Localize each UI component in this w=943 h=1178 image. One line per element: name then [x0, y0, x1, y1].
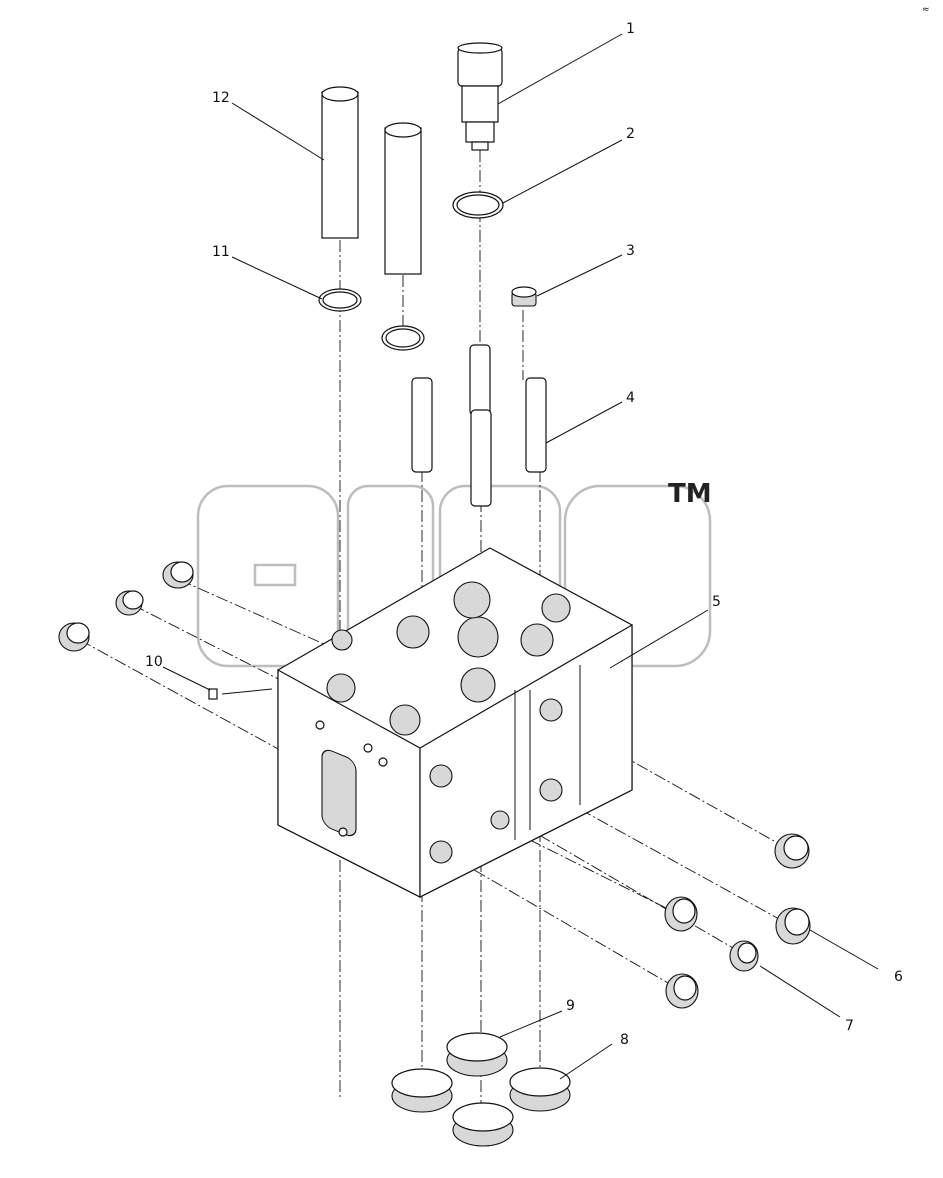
trademark-symbol: TM	[668, 479, 712, 509]
part-7-plugs	[664, 896, 759, 1009]
part-5-cylinder-head	[277, 547, 633, 898]
part-8-9-seat-rings	[391, 1032, 571, 1147]
part-1-injector-sleeve	[457, 42, 503, 151]
callout-2: 2	[626, 126, 635, 142]
callout-9: 9	[566, 998, 575, 1014]
callout-3: 3	[626, 243, 635, 259]
leader-lines	[162, 33, 879, 1080]
callout-5: 5	[712, 594, 721, 610]
part-11-ring-a-inner	[322, 291, 358, 309]
corner-mark: ≈	[922, 5, 930, 15]
callout-6: 6	[894, 969, 903, 985]
callout-8: 8	[620, 1032, 629, 1048]
left-plugs	[58, 561, 194, 652]
callout-7: 7	[845, 1018, 854, 1034]
part-3-nut	[511, 286, 537, 307]
callout-4: 4	[626, 390, 635, 406]
callout-11: 11	[212, 244, 230, 260]
part-10-pin	[208, 688, 218, 700]
callout-12: 12	[212, 90, 230, 106]
callout-10: 10	[145, 654, 163, 670]
part-6-plugs	[774, 833, 811, 945]
part-2-o-ring-inner	[456, 194, 500, 216]
part-12-tubes	[321, 86, 422, 275]
part-4-valve-guides	[411, 344, 547, 507]
callout-1: 1	[626, 21, 635, 37]
callout-labels: 1 2 3 4 5 6 7 8 9 10 11 12	[145, 21, 903, 1048]
part-11-ring-b-inner	[385, 328, 421, 348]
